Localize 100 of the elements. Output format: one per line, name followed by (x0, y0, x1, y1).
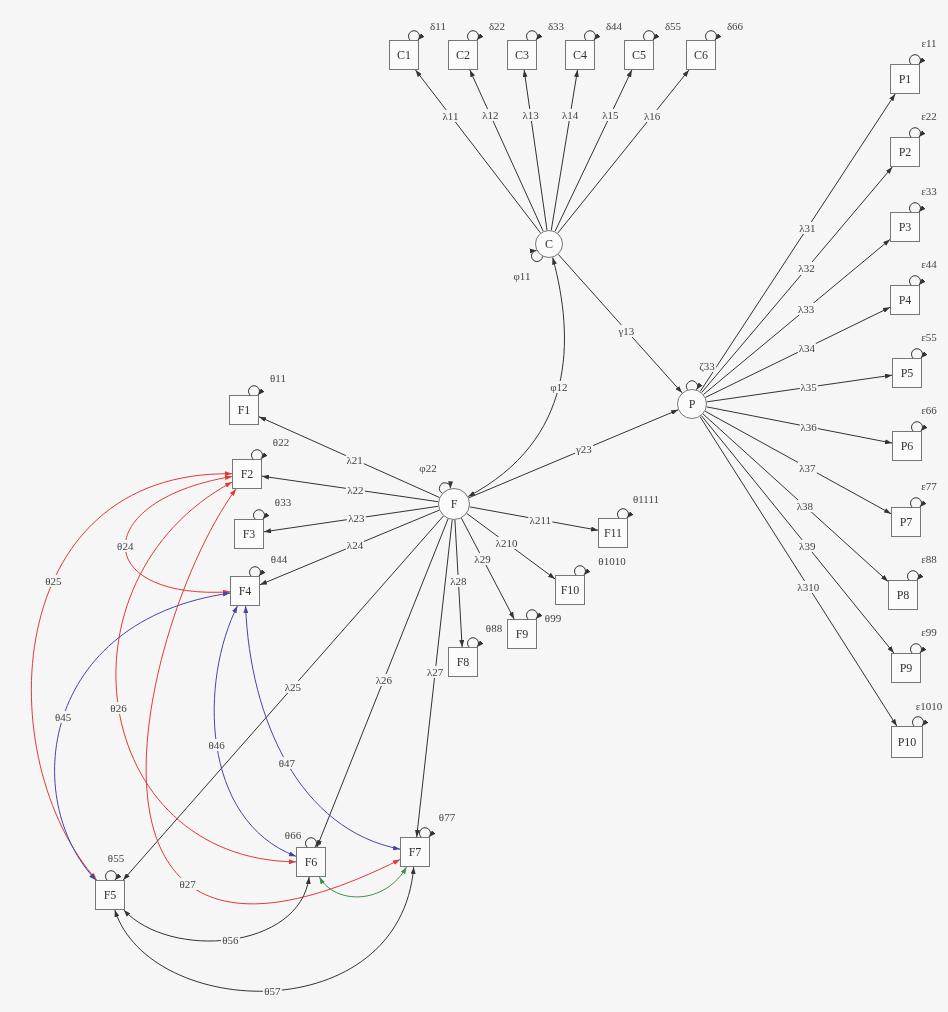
variance-loop-arrow (910, 643, 927, 654)
observed-variable-box: F11 (598, 518, 628, 548)
coefficient-label: λ32 (797, 262, 816, 275)
variance-loop-arrow (529, 248, 543, 262)
coefficient-label: λ11 (441, 109, 460, 122)
coefficient-label: ζ33 (698, 359, 716, 373)
variance-loop-arrow (705, 30, 722, 41)
variance-loop-arrow (909, 275, 926, 286)
arrow (258, 416, 440, 498)
coefficient-label: λ37 (798, 461, 817, 474)
curved-arrow (146, 488, 401, 905)
coefficient-label: λ34 (797, 341, 817, 354)
arrow (454, 519, 465, 648)
variance-loop-arrow (526, 30, 543, 41)
coefficient-label: θ47 (277, 757, 297, 770)
observed-variable-box: P7 (891, 507, 921, 537)
coefficient-label: λ14 (561, 108, 580, 121)
coefficient-label: θ45 (54, 710, 73, 723)
observed-variable-box: P8 (888, 580, 918, 610)
observed-variable-box: F4 (230, 576, 260, 606)
arrow (259, 509, 440, 586)
variance-loop-arrow (526, 609, 543, 620)
coefficient-label: γ13 (617, 324, 636, 337)
arrow (557, 69, 690, 234)
arrow (469, 69, 544, 232)
curved-arrow (123, 876, 310, 942)
variance-loop-arrow (419, 827, 436, 838)
coefficient-label: λ33 (796, 303, 816, 316)
variance-loop-arrow (909, 54, 926, 65)
observed-variable-box: P1 (890, 64, 920, 94)
curved-arrow (54, 592, 231, 881)
variance-loop-arrow (248, 385, 265, 396)
variance-loop-arrow (909, 202, 926, 213)
observed-variable-box: C5 (624, 40, 654, 70)
coefficient-label: λ28 (449, 574, 468, 587)
variance-loop-arrow (911, 421, 928, 432)
observed-variable-box: F2 (232, 459, 262, 489)
observed-variable-box: P3 (890, 212, 920, 242)
observed-variable-box: F3 (234, 519, 264, 549)
variance-loop-arrow (912, 716, 929, 727)
arrow (699, 93, 896, 392)
curved-arrow (114, 866, 415, 992)
variance-loop-arrow (467, 637, 484, 648)
arrow (554, 69, 633, 232)
coefficient-label: λ31 (798, 221, 817, 234)
coefficient-label: λ21 (345, 453, 364, 466)
coefficient-label: λ16 (643, 109, 662, 122)
coefficient-label: λ23 (347, 512, 366, 525)
observed-variable-box: F8 (448, 647, 478, 677)
curved-arrow (124, 475, 233, 595)
variance-loop-arrow (249, 566, 266, 577)
arrow (522, 69, 548, 231)
arrow (706, 406, 893, 445)
coefficient-label: λ25 (283, 681, 303, 694)
observed-variable-box: F7 (400, 837, 430, 867)
coefficient-label: θ26 (109, 701, 128, 715)
arrow (706, 373, 893, 403)
arrow (469, 506, 599, 532)
variance-loop-arrow (438, 481, 453, 494)
coefficient-label: θ46 (207, 739, 226, 752)
variance-loop-arrow (305, 837, 322, 848)
observed-variable-box: P2 (890, 137, 920, 167)
variance-loop-arrow (907, 570, 924, 581)
curved-arrow (31, 471, 233, 881)
coefficient-label: λ27 (426, 666, 445, 679)
arrow (261, 474, 439, 503)
coefficient-label: λ210 (494, 536, 519, 549)
arrow (550, 69, 579, 231)
observed-variable-box: P4 (890, 285, 920, 315)
coefficient-label: λ35 (799, 381, 818, 394)
latent-variable-circle: F (438, 488, 470, 520)
variance-loop-arrow (686, 380, 703, 391)
observed-variable-box: P10 (891, 726, 923, 758)
observed-variable-box: C1 (389, 40, 419, 70)
coefficient-label: λ26 (374, 673, 393, 686)
coefficient-label: θ24 (116, 540, 135, 553)
observed-variable-box: C3 (507, 40, 537, 70)
observed-variable-box: F1 (229, 395, 259, 425)
coefficient-label: λ15 (601, 109, 620, 122)
arrow (700, 415, 895, 654)
curved-arrow (213, 605, 297, 857)
arrow (701, 166, 893, 394)
arrow (703, 238, 891, 395)
coefficient-label: φ12 (549, 380, 569, 393)
arrow (460, 517, 515, 620)
variance-loop-arrow (909, 127, 926, 138)
observed-variable-box: C2 (448, 40, 478, 70)
curved-arrow (243, 605, 401, 850)
arrow (702, 413, 889, 582)
variance-loop-arrow (584, 30, 601, 41)
arrow (263, 505, 439, 534)
curved-arrow (115, 481, 297, 864)
variance-loop-arrow (911, 348, 928, 359)
variance-loop-arrow (574, 565, 591, 576)
arrow (466, 513, 556, 580)
latent-variable-circle: C (535, 230, 563, 258)
arrow (415, 519, 453, 838)
coefficient-label: λ13 (521, 108, 540, 121)
observed-variable-box: F10 (555, 575, 585, 605)
observed-variable-box: P6 (892, 431, 922, 461)
